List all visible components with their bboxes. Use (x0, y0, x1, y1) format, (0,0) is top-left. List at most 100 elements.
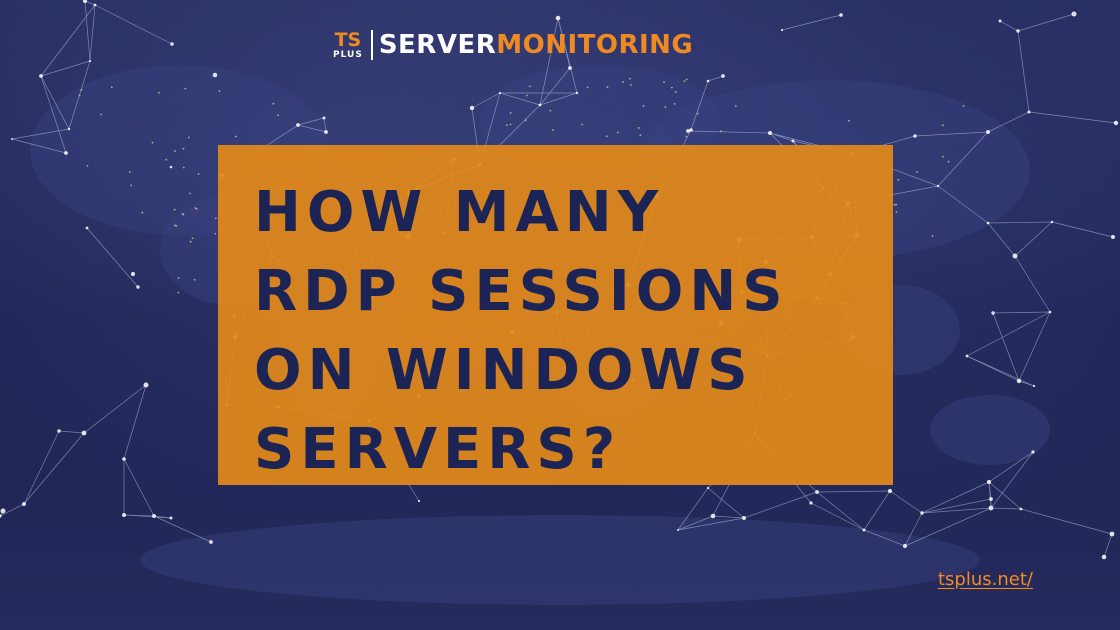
city-light (175, 224, 178, 227)
network-node (706, 79, 710, 83)
city-light (683, 80, 686, 83)
network-node (902, 543, 908, 549)
network-node (39, 74, 43, 78)
city-light (639, 134, 642, 137)
network-node (57, 429, 61, 433)
network-node (322, 116, 326, 120)
city-light (100, 113, 103, 116)
city-light (674, 91, 677, 93)
headline-line: on Windows (254, 338, 754, 403)
headline-line: Servers? (254, 417, 622, 482)
network-node (555, 15, 561, 21)
network-node (986, 221, 990, 225)
city-light (218, 90, 221, 92)
network-node (64, 151, 68, 155)
city-light (187, 136, 190, 139)
tsplus-mark: TS PLUS (333, 30, 363, 60)
network-node (686, 129, 690, 133)
network-node (1048, 310, 1052, 314)
network-node (67, 127, 71, 131)
city-light (605, 135, 608, 138)
website-link[interactable]: tsplus.net/ (938, 569, 1033, 590)
network-node (169, 165, 173, 169)
network-node (986, 130, 990, 134)
network-node (986, 479, 992, 485)
city-light (509, 123, 512, 126)
network-node (212, 72, 218, 78)
network-node (0, 514, 2, 518)
city-light (193, 278, 196, 281)
city-light (552, 129, 554, 131)
city-light (509, 112, 512, 114)
network-node (706, 486, 710, 490)
city-light (720, 130, 722, 133)
network-node (1016, 29, 1020, 33)
network-node (989, 497, 993, 501)
city-light (586, 86, 589, 89)
network-node (1109, 531, 1115, 537)
network-node (988, 505, 994, 511)
city-light (893, 203, 896, 206)
network-node (498, 91, 502, 95)
city-light (941, 124, 944, 127)
city-light (214, 232, 217, 235)
network-node (887, 488, 893, 494)
city-light (895, 203, 898, 206)
network-node (768, 131, 772, 135)
network-node (998, 19, 1002, 23)
network-node (85, 226, 89, 230)
network-node (780, 28, 784, 32)
city-light (664, 106, 667, 108)
city-light (182, 213, 185, 216)
network-node (152, 514, 156, 518)
city-light (151, 141, 154, 144)
network-node (1032, 384, 1036, 388)
headline-line: How many (254, 180, 665, 245)
city-light (182, 166, 185, 169)
network-node (710, 513, 716, 519)
city-light (526, 94, 528, 97)
city-light (685, 135, 688, 138)
network-node (1012, 253, 1018, 259)
city-light (606, 86, 609, 88)
city-light (80, 89, 83, 91)
city-light (962, 105, 965, 107)
city-light (130, 184, 133, 187)
network-node (81, 430, 87, 436)
network-node (88, 59, 92, 63)
city-light (214, 217, 217, 220)
city-light (184, 87, 187, 90)
city-light (182, 147, 185, 150)
city-light (157, 91, 160, 94)
network-node (721, 74, 725, 78)
city-light (670, 86, 673, 89)
headline-line: RDP sessions (254, 259, 789, 324)
city-light (847, 119, 850, 122)
city-light (173, 208, 176, 211)
network-node (936, 184, 940, 188)
network-node (169, 516, 173, 520)
city-light (581, 123, 583, 126)
tsplus-server-monitoring-logo[interactable]: TS PLUS SERVER MONITORING (333, 26, 693, 64)
network-node (575, 91, 579, 95)
network-node (1111, 235, 1115, 239)
city-light (622, 81, 624, 83)
city-light (86, 164, 89, 167)
network-node (568, 66, 572, 70)
network-node (791, 139, 795, 143)
city-light (941, 155, 944, 158)
city-light (663, 81, 665, 83)
city-light (673, 102, 676, 105)
city-light (128, 171, 131, 173)
network-node (209, 540, 213, 544)
logo-divider (370, 30, 373, 60)
network-node (1031, 450, 1035, 454)
city-light (628, 77, 631, 80)
city-light (177, 277, 180, 280)
network-node (82, 0, 88, 4)
headline-panel: How many RDP sessions on Windows Servers… (218, 145, 893, 485)
network-node (469, 105, 475, 111)
city-light (194, 207, 197, 209)
city-light (505, 124, 508, 127)
